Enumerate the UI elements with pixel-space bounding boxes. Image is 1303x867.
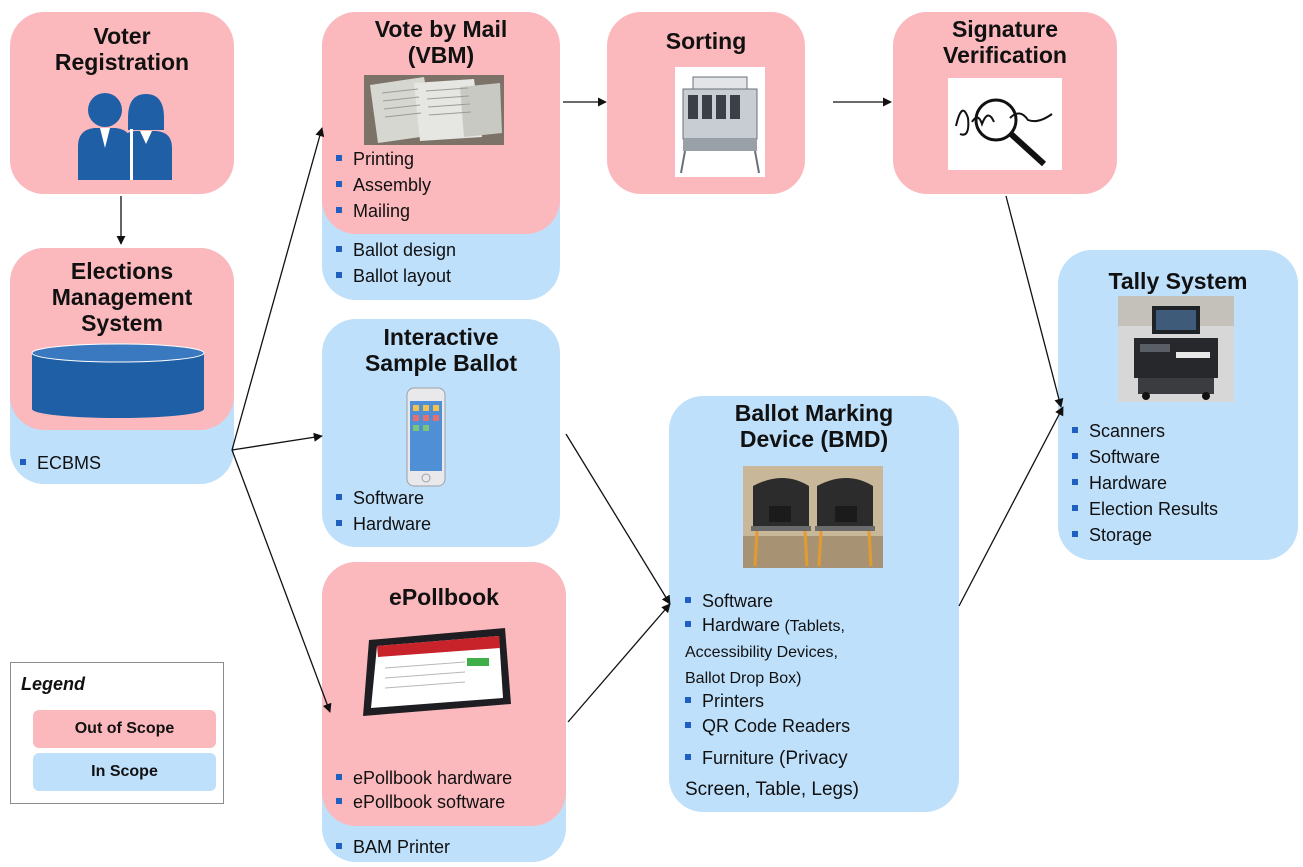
- tally-title: Tally System: [1108, 268, 1248, 294]
- tally-box: Tally System: [1058, 250, 1298, 560]
- isb-box: Interactive Sample Ballot: [322, 319, 560, 547]
- signature-magnifier-icon: [948, 78, 1062, 170]
- sorting-machine-icon: [675, 67, 765, 177]
- vbm-in-item: Ballot layout: [336, 263, 451, 289]
- tablet-icon: [355, 624, 515, 724]
- ems-item: ECBMS: [20, 450, 101, 476]
- mail-ballots-icon: [364, 75, 504, 145]
- arrow-isb-to-bmd: [565, 433, 671, 605]
- voter-people-icon: [78, 93, 172, 180]
- sorting-box: Sorting: [607, 12, 805, 194]
- smartphone-icon: [406, 387, 446, 487]
- vbm-box: Vote by Mail (VBM): [322, 12, 560, 234]
- arrow-ems-to-isb: [231, 432, 323, 451]
- bmd-item: Hardware (Tablets, Accessibility Devices…: [685, 615, 845, 687]
- vbm-out-item: Assembly: [336, 172, 431, 198]
- epollbook-in-item: BAM Printer: [336, 834, 450, 860]
- ems-title: Elections Management System: [51, 258, 193, 336]
- bmd-item: Printers: [685, 688, 764, 714]
- vbm-in-item: Ballot design: [336, 237, 456, 263]
- legend-title: Legend: [21, 674, 86, 694]
- ems-box: Elections Management System: [10, 248, 234, 430]
- isb-item: Hardware: [336, 511, 431, 537]
- vbm-out-item: Mailing: [336, 198, 410, 224]
- voter-registration-box: Voter Registration: [10, 12, 234, 194]
- tally-item: Scanners: [1072, 418, 1165, 444]
- isb-item: Software: [336, 485, 424, 511]
- sorting-title: Sorting: [665, 28, 747, 54]
- bmd-item: Furniture (Privacy Screen, Table, Legs): [685, 748, 859, 800]
- epollbook-title: ePollbook: [389, 584, 499, 610]
- isb-title: Interactive Sample Ballot: [364, 324, 518, 376]
- signature-title: Signature Verification: [943, 16, 1067, 68]
- bmd-title: Ballot Marking Device (BMD): [734, 400, 894, 452]
- epollbook-out-item: ePollbook hardware: [336, 765, 512, 791]
- voter-registration-title: Voter Registration: [54, 23, 190, 75]
- database-icon: [31, 343, 205, 418]
- vbm-out-item: Printing: [336, 146, 414, 172]
- vbm-title: Vote by Mail (VBM): [374, 16, 508, 68]
- arrow-epollbook-to-bmd: [567, 603, 671, 723]
- tally-item: Storage: [1072, 522, 1152, 548]
- epollbook-box: ePollbook: [322, 562, 566, 826]
- legend-in-scope: In Scope: [33, 753, 216, 791]
- tally-item: Software: [1072, 444, 1160, 470]
- tally-item: Election Results: [1072, 496, 1218, 522]
- bmd-box: Ballot Marking Device (BMD): [669, 396, 959, 812]
- arrow-signature-to-tally: [1005, 195, 1064, 408]
- arrow-ems-to-epollbook: [231, 449, 332, 713]
- bmd-item: QR Code Readers: [685, 713, 850, 739]
- signature-box: Signature Verification: [893, 12, 1117, 194]
- epollbook-out-item: ePollbook software: [336, 789, 505, 815]
- arrow-ems-to-vbm: [231, 127, 325, 451]
- legend-out-of-scope: Out of Scope: [33, 710, 216, 748]
- bmd-item: Software: [685, 588, 773, 614]
- voting-booth-icon: [743, 466, 883, 568]
- scanner-machine-icon: [1118, 296, 1234, 402]
- arrow-bmd-to-tally: [958, 406, 1064, 607]
- legend: Legend Out of Scope In Scope: [10, 662, 224, 804]
- tally-item: Hardware: [1072, 470, 1167, 496]
